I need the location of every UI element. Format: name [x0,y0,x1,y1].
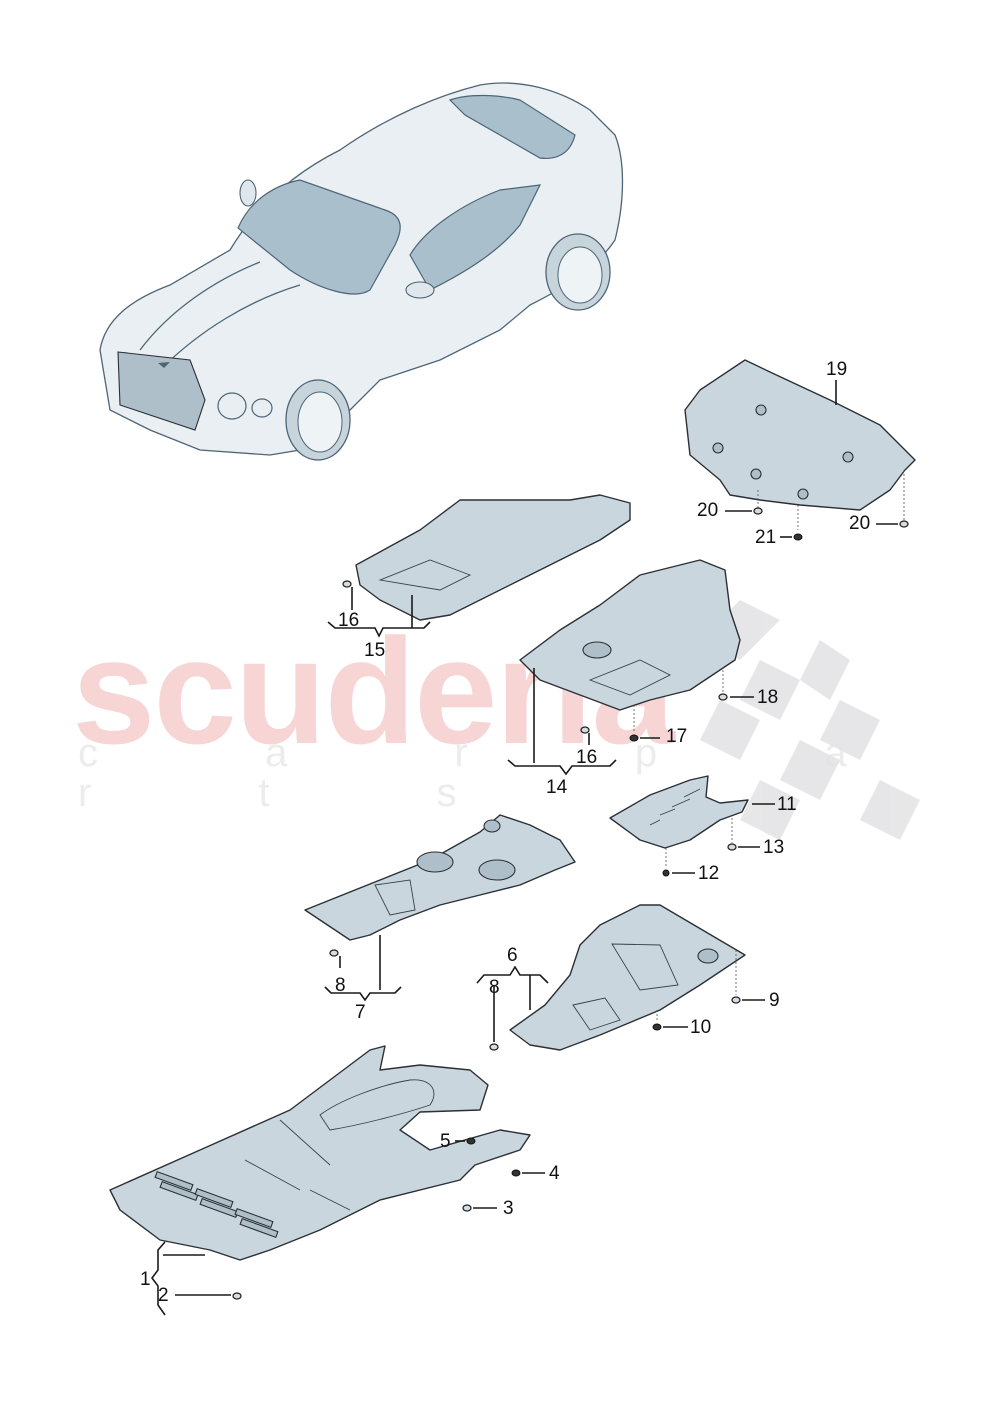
callout-8-left[interactable]: 8 [335,975,346,996]
part-7-center-left-underbody-panel [304,814,576,1002]
callout-20-left[interactable]: 20 [697,500,719,521]
callout-6[interactable]: 6 [507,945,518,966]
callout-5[interactable]: 5 [440,1131,451,1152]
callout-13[interactable]: 13 [763,837,785,858]
callout-16-upper[interactable]: 16 [338,610,360,631]
callout-7[interactable]: 7 [355,1002,366,1023]
car-illustration [99,82,624,461]
part-15-front-left-underbody-panel [327,494,631,638]
callout-12[interactable]: 12 [698,863,720,884]
vent-slots [154,1170,279,1239]
callout-16-lower[interactable]: 16 [576,747,598,768]
callout-21[interactable]: 21 [755,527,777,548]
callout-11[interactable]: 11 [777,794,797,815]
part-19-rear-underbody-panel [684,359,916,541]
callout-18[interactable]: 18 [757,687,779,708]
callout-20-right[interactable]: 20 [849,513,871,534]
part-14-front-right-underbody-panel [507,559,754,776]
callout-8-right[interactable]: 8 [489,977,500,998]
callout-3[interactable]: 3 [503,1198,514,1219]
callout-9[interactable]: 9 [769,990,780,1011]
part-6-center-right-underbody-panel [476,904,765,1051]
callout-10[interactable]: 10 [690,1017,712,1038]
callout-15[interactable]: 15 [364,640,386,661]
callout-14[interactable]: 14 [546,777,568,798]
callout-2[interactable]: 2 [158,1285,169,1306]
part-1-main-underbody-panel [109,1045,545,1316]
callout-17[interactable]: 17 [666,726,688,747]
part-11-small-underbody-shield [609,775,775,877]
callout-1[interactable]: 1 [140,1269,151,1290]
callout-4[interactable]: 4 [549,1163,560,1184]
callout-19[interactable]: 19 [826,359,848,380]
